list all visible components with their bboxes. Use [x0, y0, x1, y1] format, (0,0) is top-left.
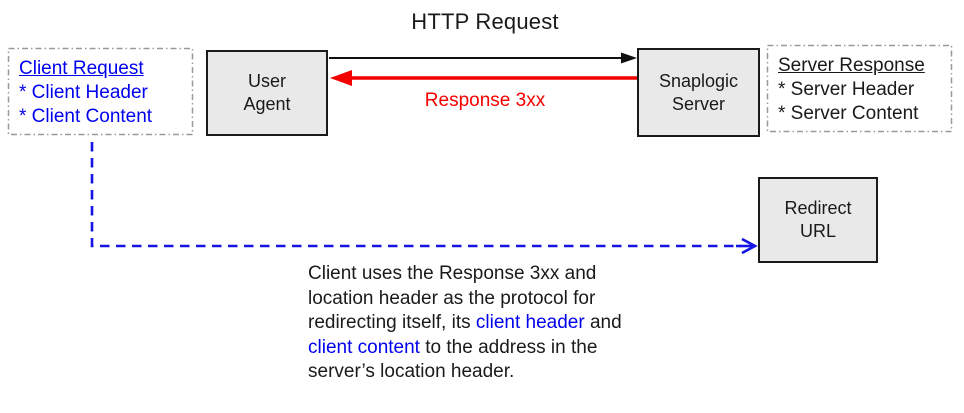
note-line-4: client content to the address in the [308, 336, 598, 358]
snaplogic-label-line1: Snaplogic [658, 70, 739, 91]
client-request-note: Client Request * Client Header * Client … [19, 57, 152, 129]
server-header-item: * Server Header [778, 79, 915, 100]
note-line-3: redirecting itself, its client header an… [308, 312, 622, 333]
redirect-url-label-line1: Redirect [784, 198, 852, 218]
redirect-url-label-line2: URL [799, 221, 836, 241]
response-3xx-label: Response 3xx [424, 90, 546, 111]
server-response-title: Server Response [778, 55, 925, 76]
user-agent-label-line1: User [247, 71, 286, 91]
client-header-inline-ref: client header [475, 312, 585, 333]
client-request-title: Client Request [19, 58, 144, 79]
response-3xx-arrow [330, 70, 637, 86]
client-content-inline-ref: client content [308, 336, 420, 358]
note-line-1: Client uses the Response 3xx and [308, 263, 597, 284]
snaplogic-server-box: Snaplogic Server [637, 48, 760, 137]
user-agent-label-line2: Agent [243, 94, 291, 114]
server-response-note: Server Response * Server Header * Server… [778, 54, 925, 126]
redirect-dashed-arrow [90, 142, 758, 255]
client-header-item: * Client Header [19, 82, 148, 103]
server-content-item: * Server Content [778, 103, 919, 124]
redirect-url-box: Redirect URL [758, 177, 878, 263]
diagram-title: HTTP Request [411, 9, 559, 34]
user-agent-box: User Agent [206, 50, 328, 136]
note-line-5: server’s location header. [308, 361, 515, 382]
explanation-paragraph: Client uses the Response 3xx and locatio… [308, 262, 668, 385]
client-content-item: * Client Content [19, 106, 153, 127]
http-request-arrow [329, 52, 637, 64]
note-line-2: location header as the protocol for [308, 287, 596, 309]
snaplogic-label-line2: Server [671, 93, 725, 114]
